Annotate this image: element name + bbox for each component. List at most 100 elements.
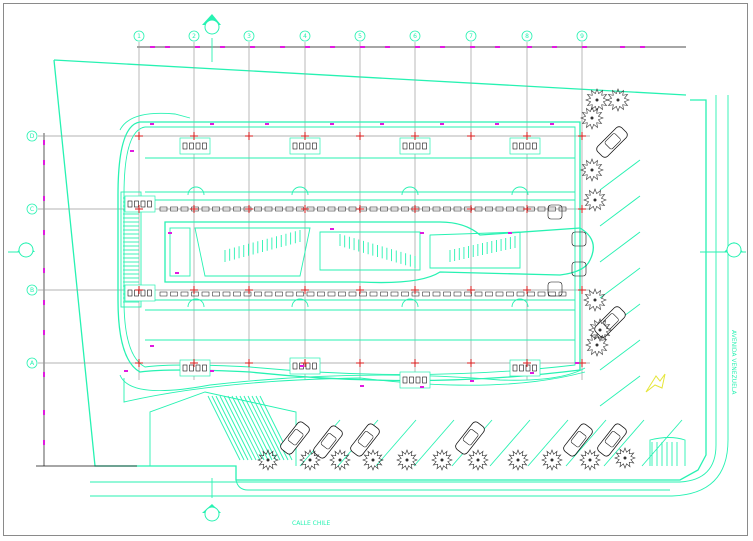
- dimension-tick: [530, 372, 534, 374]
- column-marker: [523, 205, 531, 213]
- tree-symbol: [541, 449, 563, 471]
- column-marker: [411, 359, 419, 367]
- central-atrium: [164, 221, 594, 284]
- car: [313, 425, 343, 459]
- building-outline: [117, 112, 586, 403]
- restroom-fixture-block: [399, 137, 431, 155]
- stall-line: [489, 419, 531, 467]
- axis-bubble-column: 6: [409, 30, 421, 42]
- stall-line: [599, 375, 641, 407]
- dimension-tick: [385, 46, 390, 48]
- dimension-tick: [440, 46, 445, 48]
- structural-columns: [135, 132, 586, 367]
- shop-front: [212, 291, 220, 297]
- door-swing: [291, 298, 309, 308]
- column-marker: [523, 359, 531, 367]
- tree-symbol: [396, 449, 418, 471]
- dimension-tick: [43, 268, 45, 273]
- shop-front: [380, 291, 388, 297]
- column-marker: [411, 286, 419, 294]
- shop-front: [222, 291, 231, 297]
- shop-front: [369, 206, 378, 212]
- shop-front: [558, 291, 567, 297]
- shop-front: [306, 291, 315, 297]
- car: [280, 421, 310, 455]
- shop-front: [558, 206, 567, 212]
- column-marker: [467, 286, 475, 294]
- column-marker: [578, 132, 586, 140]
- shop-front: [474, 291, 483, 297]
- shop-front: [453, 206, 462, 212]
- stall-line: [599, 339, 641, 371]
- shop-front: [275, 291, 283, 297]
- dimension-tick: [575, 362, 579, 364]
- restroom-fixture-block: [124, 284, 156, 302]
- shop-front: [369, 291, 378, 297]
- stall-line: [599, 267, 641, 299]
- door-swing: [291, 186, 309, 196]
- tree-symbol: [583, 188, 607, 212]
- shop-front: [422, 291, 430, 297]
- dimension-tick: [495, 123, 499, 125]
- axis-label-column: 1: [137, 33, 141, 40]
- car: [455, 421, 485, 455]
- dimension-tick: [380, 123, 384, 125]
- shop-front: [443, 291, 451, 297]
- dimension-tick: [280, 46, 285, 48]
- axis-bubble-row: B: [26, 284, 38, 296]
- column-marker: [356, 132, 364, 140]
- car: [350, 423, 380, 457]
- dimension-tick: [43, 196, 45, 201]
- dimension-tick: [552, 46, 557, 48]
- shop-front: [432, 206, 441, 212]
- column-marker: [245, 132, 253, 140]
- dimension-tick: [440, 123, 444, 125]
- column-marker: [523, 286, 531, 294]
- dimension-tick: [470, 380, 474, 382]
- shop-front: [201, 291, 210, 297]
- tree-symbol: [467, 449, 489, 471]
- restroom-fixture-block: [509, 137, 541, 155]
- column-marker: [467, 205, 475, 213]
- furniture-blocks: [124, 137, 587, 389]
- axis-bubble-column: 9: [576, 30, 588, 42]
- shop-front: [201, 206, 210, 212]
- door-swing: [511, 186, 529, 196]
- shop-front: [464, 291, 472, 297]
- shop-front: [317, 206, 325, 212]
- seating-block: [571, 231, 587, 247]
- door-swing: [187, 298, 205, 308]
- column-marker: [578, 359, 586, 367]
- stall-line: [413, 419, 455, 467]
- ramp-line: [231, 395, 265, 461]
- stall-line: [599, 231, 641, 263]
- shop-front: [243, 291, 252, 297]
- dimension-tick: [150, 123, 154, 125]
- section-marker-icon: [8, 14, 746, 522]
- dimension-tick: [360, 385, 364, 387]
- dimension-marks: [43, 46, 645, 445]
- car: [563, 423, 593, 457]
- tree-symbol: [583, 288, 607, 312]
- column-marker: [135, 205, 143, 213]
- shop-front: [495, 291, 504, 297]
- dimension-tick: [210, 123, 214, 125]
- restroom-fixture-block: [179, 137, 211, 155]
- dimension-tick: [43, 372, 45, 377]
- shop-front: [159, 291, 168, 297]
- dimension-tick: [330, 46, 335, 48]
- shop-front: [327, 206, 336, 212]
- axis-label-column: 2: [192, 33, 196, 40]
- restroom-fixture-block: [289, 137, 321, 155]
- axis-label-row: B: [30, 287, 34, 294]
- column-marker: [301, 205, 309, 213]
- column-marker: [190, 359, 198, 367]
- shop-front: [264, 206, 273, 212]
- axis-label-column: 9: [580, 33, 584, 40]
- column-marker: [578, 286, 586, 294]
- column-marker: [523, 132, 531, 140]
- dimension-tick: [620, 46, 625, 48]
- shop-front: [222, 206, 231, 212]
- restroom-fixture-block: [509, 359, 541, 377]
- parking-ramp: [149, 391, 297, 466]
